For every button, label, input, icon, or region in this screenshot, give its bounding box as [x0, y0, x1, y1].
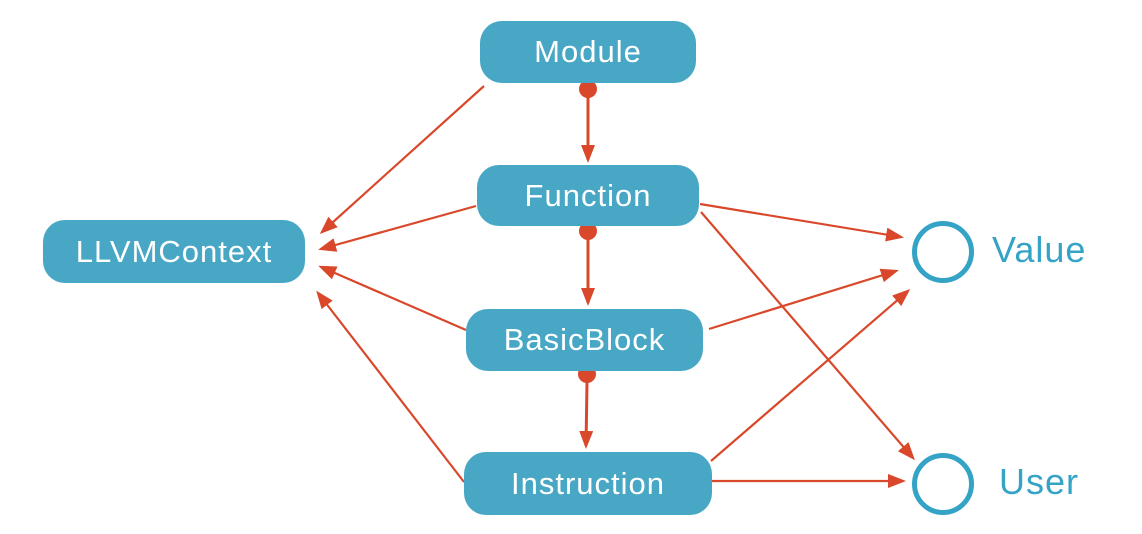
node-user-label: User: [999, 461, 1080, 502]
arrow-function-to-user: [700, 211, 915, 461]
arrow-instruction-to-value: [710, 289, 911, 462]
arrow-instruction-to-llvmcontext: [316, 290, 465, 483]
node-value-circle: [912, 221, 974, 283]
node-basicblock: BasicBlock: [466, 309, 703, 371]
node-instruction: Instruction: [464, 452, 712, 515]
arrow-function-to-value: [699, 202, 904, 242]
arrow-function-to-basicblock: [579, 222, 597, 306]
arrow-module-to-function: [579, 80, 597, 163]
arrow-basicblock-to-value: [708, 268, 899, 331]
arrow-function-to-llvmcontext: [318, 204, 477, 252]
node-llvmcontext: LLVMContext: [43, 220, 305, 283]
node-module: Module: [480, 21, 696, 83]
node-basicblock-label: BasicBlock: [503, 322, 666, 357]
node-instruction-label: Instruction: [510, 465, 665, 501]
arrow-basicblock-to-llvmcontext: [318, 265, 467, 332]
node-module-label: Module: [534, 34, 642, 69]
arrow-module-to-llvmcontext: [319, 85, 485, 235]
node-function-label: Function: [524, 177, 652, 213]
node-llvmcontext-label: LLVMContext: [75, 233, 273, 269]
arrow-basicblock-to-instruction: [578, 365, 596, 449]
node-value-label: Value: [992, 229, 1087, 270]
node-function: Function: [477, 165, 699, 226]
node-user-circle: [912, 453, 974, 515]
